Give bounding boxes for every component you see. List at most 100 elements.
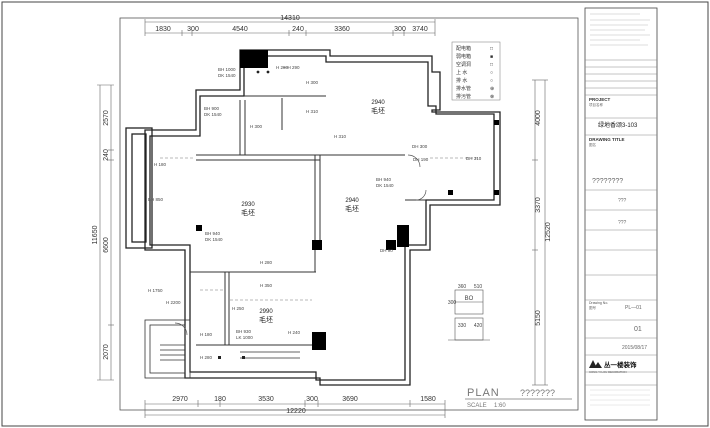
stair-dim-2: 510	[474, 284, 483, 290]
company-logo: 丛一楼装饰 CONG YI LOU DECORATION	[589, 360, 637, 374]
bottom-dimension-chain	[144, 400, 446, 418]
note-h280b: H 280	[260, 260, 273, 265]
note-h280: H 280	[276, 65, 289, 70]
stair-dim-3: 300	[448, 300, 457, 306]
dim-top-4: 240	[292, 26, 304, 33]
drawing-date: 2015/08/17	[622, 345, 647, 351]
scale-label: SCALE	[467, 403, 487, 409]
outlet-markers	[218, 70, 270, 359]
note-bh-940b: BH 940	[205, 231, 221, 236]
stair-steps	[144, 319, 300, 379]
field1-value: ???	[618, 198, 627, 204]
stair-dim-5: 420	[474, 323, 483, 329]
dim-left-1: 2570	[103, 110, 110, 126]
legend-item-1: 配电箱	[456, 45, 471, 52]
dim-bottom-4: 300	[306, 396, 318, 403]
dim-bottom-total: 12220	[286, 408, 306, 415]
legend-item-4: 上 水	[456, 69, 467, 76]
note-dk-1540b: DK 1540	[204, 112, 222, 117]
symbol-legend: 配电箱 □ 弱电箱 ■ 空调洞 □ 上 水 ○ 排 水 ○ 排水管 ⊕ 排污管 …	[451, 41, 501, 101]
legend-item-5: 排 水	[456, 77, 467, 84]
dim-right-2: 3370	[535, 197, 542, 213]
dim-top-1: 1830	[155, 26, 171, 33]
drawing-no-label: Drawing No.	[589, 301, 608, 305]
top-dimension-chain	[144, 19, 436, 36]
legend-symbol-4: ○	[490, 70, 493, 76]
legend-symbol-7: ⊗	[490, 94, 494, 100]
drawing-title-label: DRAWING TITLE	[589, 137, 625, 142]
dim-bottom-6: 1580	[420, 396, 436, 403]
dim-top-2: 300	[187, 26, 199, 33]
project-label: PROJECT	[589, 97, 611, 102]
project-cn: 项目名称	[589, 102, 603, 107]
structural-columns	[196, 50, 499, 350]
dim-top-7: 3740	[412, 26, 428, 33]
dim-top-5: 3360	[334, 26, 350, 33]
note-bh-940: BH 940	[376, 177, 392, 182]
room4-label: 毛坯	[259, 315, 273, 324]
stair-dim-1: 360	[458, 284, 467, 290]
note-dh190: DH 190	[413, 157, 429, 162]
plan-title: PLAN	[467, 387, 500, 399]
left-dimension-chain	[97, 84, 114, 381]
field2-value: ???	[618, 220, 627, 226]
note-dh300: DH 300	[412, 144, 428, 149]
dim-top-6: 300	[394, 26, 406, 33]
note-h2200: H 2200	[166, 300, 181, 305]
right-dimension-chain	[532, 79, 548, 386]
note-h290: —H 290	[283, 65, 300, 70]
legend-item-7: 排污管	[456, 93, 471, 100]
company-name: 丛一楼装饰	[604, 360, 637, 369]
room1-height: 2940	[371, 100, 385, 106]
drawing-no: PL—01	[625, 305, 642, 311]
room3-label: 毛坯	[345, 204, 359, 213]
dim-right-3: 5150	[535, 310, 542, 326]
legend-symbol-6: ⊕	[490, 86, 494, 92]
legend-item-6: 排水管	[456, 85, 471, 92]
stair-tag: BO	[465, 296, 474, 302]
note-h300: H 300	[306, 80, 319, 85]
plan-title-block: PLAN ??????? SCALE 1:60	[465, 387, 572, 409]
legend-symbol-1: □	[490, 46, 493, 52]
dim-top-total: 14310	[280, 15, 300, 22]
legend-symbol-2: ■	[490, 54, 493, 60]
note-bh-1000: BH 1000	[218, 67, 236, 72]
note-h310b: H 310	[334, 134, 347, 139]
scale-value: 1:60	[494, 403, 506, 409]
note-h240: H 240	[288, 330, 301, 335]
note-h180b: H 180	[200, 332, 213, 337]
note-bh-850: BH 850	[148, 197, 164, 202]
note-h350: H 350	[260, 283, 273, 288]
title-block: PROJECT 项目名称 绿地香颂3-103 DRAWING TITLE 图名 …	[584, 7, 658, 421]
dim-left-total: 11650	[92, 225, 99, 244]
legend-item-3: 空调洞	[456, 61, 471, 68]
project-name: 绿地香颂3-103	[598, 121, 638, 129]
note-lk-1000: LK 1000	[236, 335, 253, 340]
dim-left-3: 6600	[103, 237, 110, 253]
room4-height: 2990	[259, 309, 273, 315]
door-swings	[174, 154, 427, 336]
note-dh90: DH 90	[380, 248, 393, 253]
dim-left-4: 2070	[103, 344, 110, 360]
legend-symbol-5: ○	[490, 78, 493, 84]
legend-symbol-3: □	[490, 62, 493, 68]
note-h250: H 250	[232, 306, 245, 311]
note-h180: H 180	[154, 162, 167, 167]
note-dk-1540c: DK 1540	[376, 183, 394, 188]
dim-left-2: 240	[103, 149, 110, 161]
room2-label: 毛坯	[241, 208, 255, 217]
dim-bottom-1: 2970	[172, 396, 188, 403]
drawing-title-cn: 图名	[589, 142, 596, 147]
note-dk-1540: DK 1540	[218, 73, 236, 78]
dim-bottom-2: 180	[214, 396, 226, 403]
plan-title-cn: ???????	[520, 388, 555, 398]
note-h280c: H 280	[200, 355, 213, 360]
note-dk-1540d: DK 1540	[205, 237, 223, 242]
dim-top-3: 4540	[232, 26, 248, 33]
note-h310: H 310	[306, 109, 319, 114]
note-h300b: H 300	[250, 124, 263, 129]
dashed-references	[160, 157, 480, 301]
dim-bottom-3: 3530	[258, 396, 274, 403]
note-dh310: DH 310	[466, 156, 482, 161]
